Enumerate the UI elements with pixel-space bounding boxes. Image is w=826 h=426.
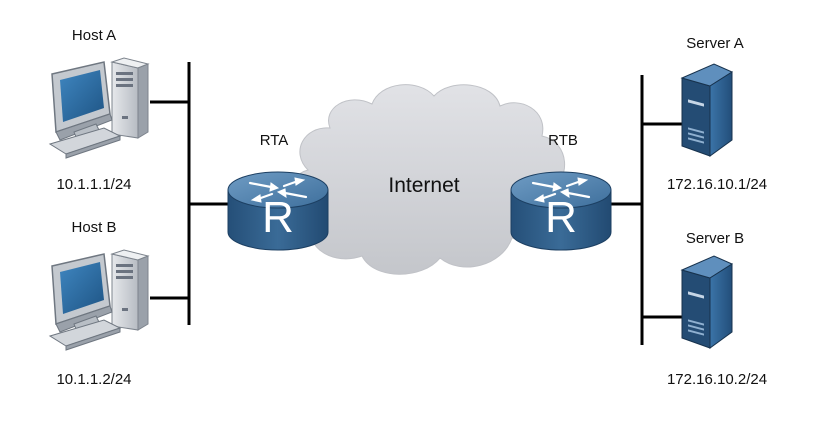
router-rtb-label: RTB	[548, 132, 578, 149]
server-a-icon	[681, 63, 733, 157]
host-a-label: Host A	[71, 27, 117, 44]
router-rta-glyph: R	[262, 193, 294, 242]
server-a-label: Server A	[686, 35, 744, 52]
host-b-label: Host B	[71, 219, 117, 236]
host-b-icon	[49, 249, 149, 351]
router-rtb-glyph: R	[545, 193, 577, 242]
server-a-ip: 172.16.10.1/24	[666, 176, 768, 193]
host-a-ip: 10.1.1.1/24	[56, 176, 132, 193]
host-a-icon	[49, 57, 149, 159]
server-b-ip: 172.16.10.2/24	[666, 371, 768, 388]
server-b-icon	[681, 255, 733, 349]
internet-label: Internet	[388, 174, 460, 197]
server-b-label: Server B	[685, 230, 745, 247]
router-rta-label: RTA	[259, 132, 289, 149]
host-b-ip: 10.1.1.2/24	[56, 371, 132, 388]
